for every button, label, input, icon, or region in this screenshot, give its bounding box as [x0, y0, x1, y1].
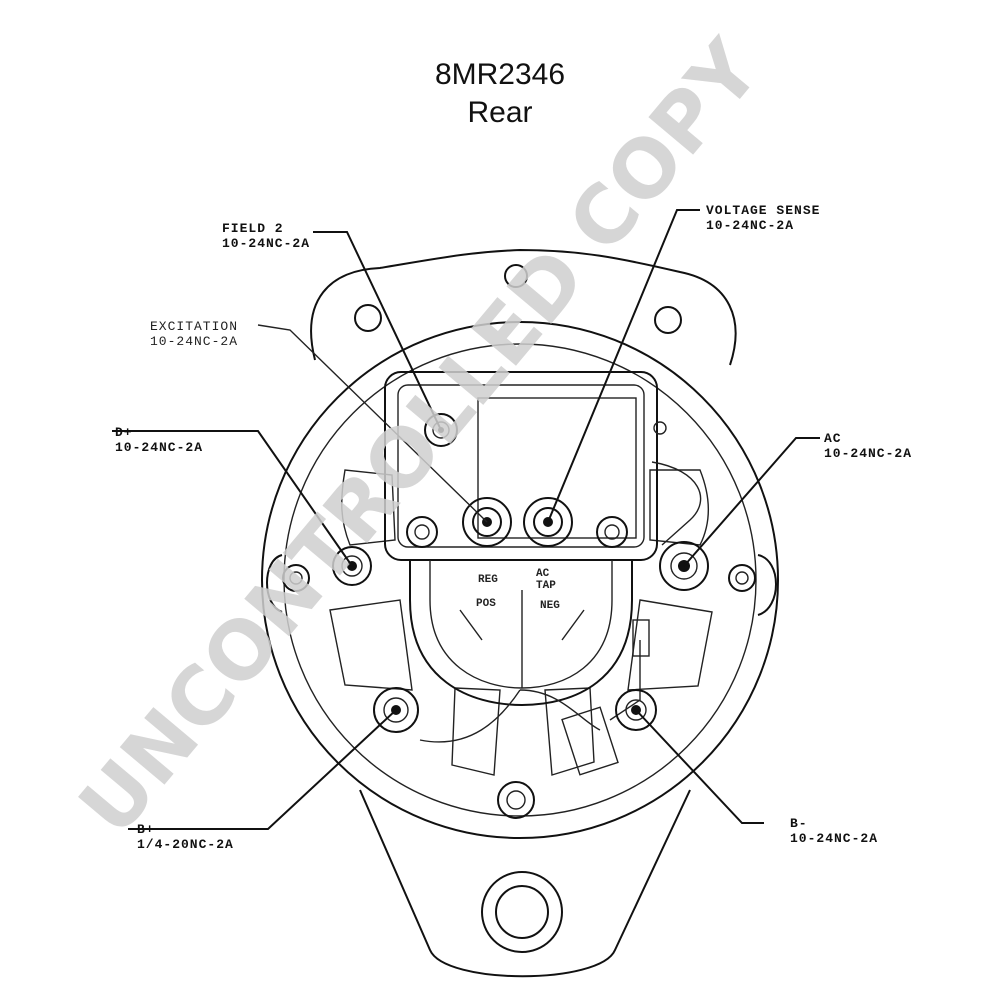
title-block: 8MR2346 Rear: [0, 56, 1000, 132]
mark-tap: TAP: [536, 580, 556, 592]
label-dplus-thread: 10-24NC-2A: [115, 440, 203, 455]
terminal-marks: REG AC TAP POS NEG: [476, 568, 560, 612]
mounting-holes: [282, 264, 756, 819]
label-voltage-sense-thread: 10-24NC-2A: [706, 218, 794, 233]
label-excitation-name: EXCITATION: [150, 319, 238, 334]
terminal-reg-right: [596, 516, 628, 548]
label-dplus-name: D+: [115, 425, 133, 440]
mark-reg: REG: [478, 574, 498, 586]
housing-outer-ring: [261, 321, 779, 839]
terminal-reg-left: [406, 516, 438, 548]
label-ac-name: AC: [824, 431, 842, 446]
label-ac-thread: 10-24NC-2A: [824, 446, 912, 461]
label-field2-thread: 10-24NC-2A: [222, 236, 310, 251]
lower-mount-hole-inner: [495, 885, 549, 939]
lower-mounting-lug: [359, 789, 691, 978]
label-field2-name: FIELD 2: [222, 221, 284, 236]
label-voltage-sense-name: VOLTAGE SENSE: [706, 203, 820, 218]
mark-pos: POS: [476, 598, 496, 610]
lower-mount-hole-outer: [481, 871, 563, 953]
regulator-assembly: [384, 371, 702, 776]
watermark-text: UNCONTROLLED COPY: [61, 23, 778, 853]
upper-mounting-ear: [310, 248, 737, 366]
right-side-tab: [757, 554, 777, 616]
label-bplus-name: B+: [137, 822, 155, 837]
left-side-tab: [266, 554, 283, 613]
regulator-frame: [384, 371, 658, 561]
label-bminus-name: B-: [790, 816, 808, 831]
mark-ac: AC: [536, 568, 550, 580]
rectifier-bracket: [409, 560, 633, 707]
part-number: 8MR2346: [434, 58, 566, 91]
label-bplus-thread: 1/4-20NC-2A: [137, 837, 234, 852]
regulator-body: [477, 397, 637, 539]
label-bminus-thread: 10-24NC-2A: [790, 831, 878, 846]
leader-lines: [112, 209, 820, 830]
callout-labels: FIELD 2 10-24NC-2A EXCITATION 10-24NC-2A…: [115, 203, 912, 852]
view-label: Rear: [467, 96, 533, 129]
mark-neg: NEG: [540, 600, 560, 612]
label-excitation-thread: 10-24NC-2A: [150, 334, 238, 349]
vent-slots: [329, 469, 713, 776]
